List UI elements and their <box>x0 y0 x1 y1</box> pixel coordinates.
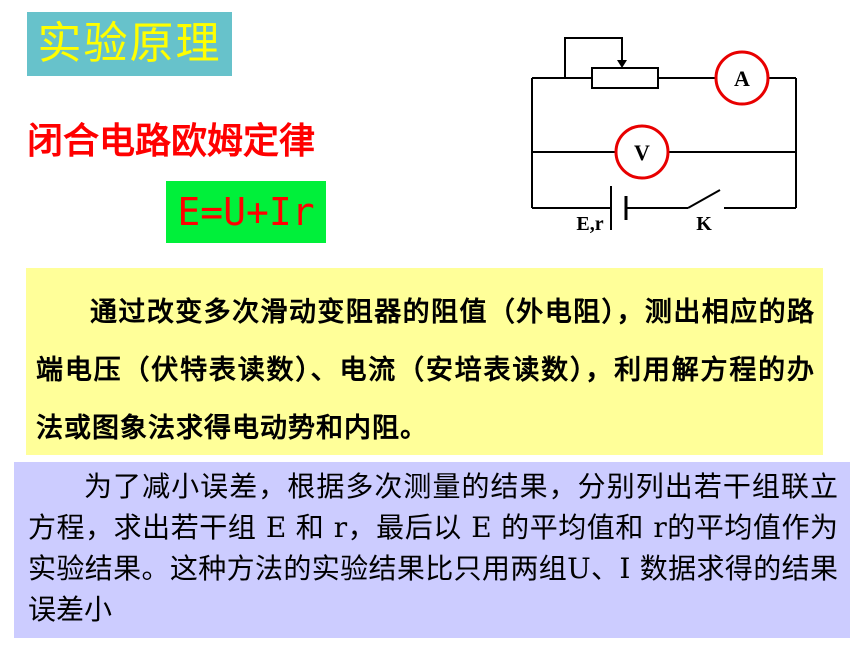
law-title: 闭合电路欧姆定律 <box>27 121 316 162</box>
formula: E=U+Ir <box>166 181 326 243</box>
ammeter-icon <box>714 50 770 106</box>
section-title: 实验原理 <box>27 12 232 76</box>
principle-box: 通过改变多次滑动变阻器的阻值（外电阻），测出相应的路端电压（伏特表读数）、电流（… <box>26 268 823 455</box>
note-text: 为了减小误差，根据多次测量的结果，分别列出若干组联立方程，求出若干组 E 和 r… <box>28 470 838 626</box>
voltmeter-icon <box>614 124 670 180</box>
ammeter-label: A <box>734 66 750 91</box>
principle-text: 通过改变多次滑动变阻器的阻值（外电阻），测出相应的路端电压（伏特表读数）、电流（… <box>36 297 815 444</box>
switch-label: K <box>696 213 712 235</box>
rheostat <box>591 67 659 89</box>
circuit-diagram: A V E,r K <box>531 37 797 235</box>
source-label: E,r <box>576 213 603 235</box>
voltmeter-label: V <box>634 140 650 165</box>
note-box: 为了减小误差，根据多次测量的结果，分别列出若干组联立方程，求出若干组 E 和 r… <box>14 462 850 638</box>
